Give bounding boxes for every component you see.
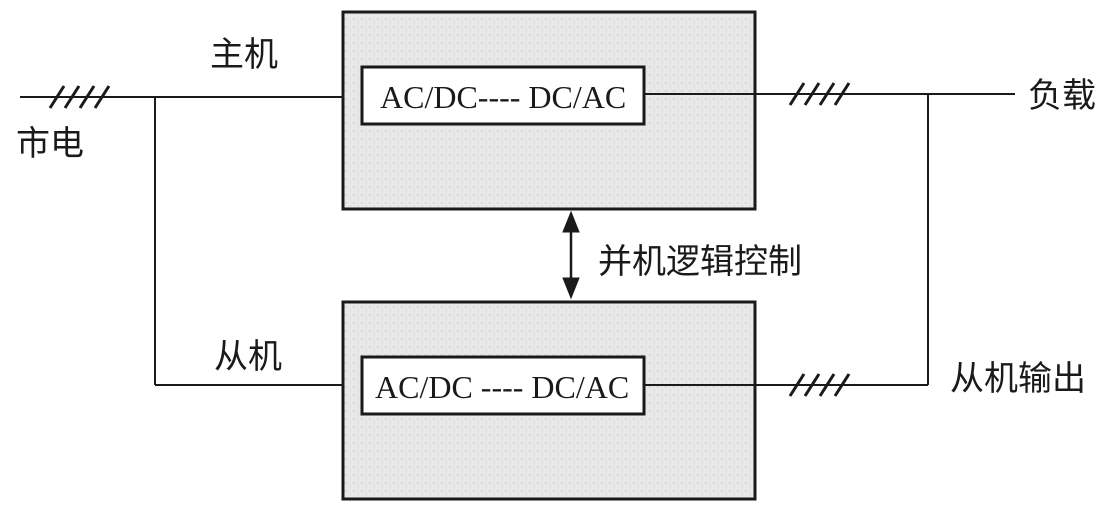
master-converter-box xyxy=(360,65,646,126)
slave-converter-box xyxy=(360,355,646,416)
master-output-hatch xyxy=(788,82,851,106)
slave-converter-label: AC/DC ---- DC/AC xyxy=(375,369,630,405)
master-label: 主机 xyxy=(210,35,278,75)
parallel-control-arrow xyxy=(562,210,580,300)
grid-label: 市电 xyxy=(16,124,84,164)
slave-label: 从机 xyxy=(214,337,282,377)
slave-output-hatch xyxy=(788,373,851,397)
load-label: 负载 xyxy=(1028,76,1096,116)
slave-output-label: 从机输出 xyxy=(950,359,1086,399)
parallel-control-label: 并机逻辑控制 xyxy=(598,242,802,282)
grid-line-hatch xyxy=(48,85,111,109)
master-converter-label: AC/DC---- DC/AC xyxy=(380,79,627,115)
